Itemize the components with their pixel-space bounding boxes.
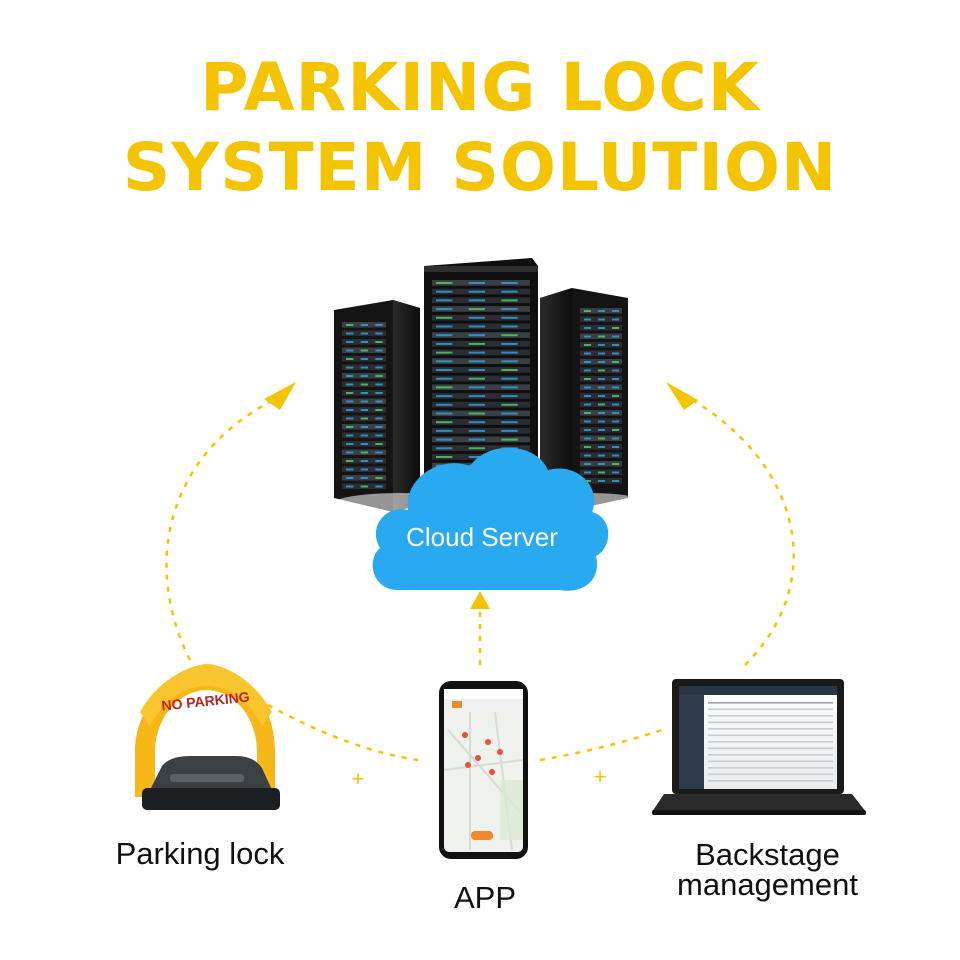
cloud-server-label: Cloud Server	[406, 522, 558, 552]
server-rack-center	[424, 258, 538, 485]
curve-app-to-backstage	[539, 728, 663, 762]
dashed-flow-arrows	[165, 393, 795, 762]
arrowhead-right	[666, 382, 698, 410]
arrowhead-center	[470, 591, 490, 609]
arrowhead-left	[264, 382, 296, 410]
app-label: APP	[453, 880, 517, 915]
title-line-1: PARKING LOCK	[200, 49, 760, 126]
plus-sign-left: +	[352, 766, 365, 791]
curve-lock-to-app	[267, 703, 419, 762]
backstage-label-line-2: management	[677, 867, 858, 902]
phone-app-device	[439, 681, 528, 859]
backstage-label-line-1: Backstage	[695, 837, 840, 872]
server-rack-right	[540, 288, 628, 510]
parking-lock-label: Parking lock	[115, 836, 285, 871]
arrow-backstage-to-cloud	[683, 393, 795, 666]
server-rack-left	[334, 300, 420, 512]
plus-sign-right: +	[594, 764, 607, 789]
arrow-heads	[264, 382, 698, 609]
parking-lock-device: NO PARKING	[135, 664, 280, 810]
backstage-management-label: Backstage management	[655, 837, 880, 902]
arrow-lock-to-cloud	[165, 396, 279, 661]
title-line-2: SYSTEM SOLUTION	[122, 129, 838, 206]
server-racks	[330, 258, 650, 517]
laptop-backstage-device	[652, 679, 866, 815]
cloud-server-icon: Cloud Server	[372, 447, 609, 591]
